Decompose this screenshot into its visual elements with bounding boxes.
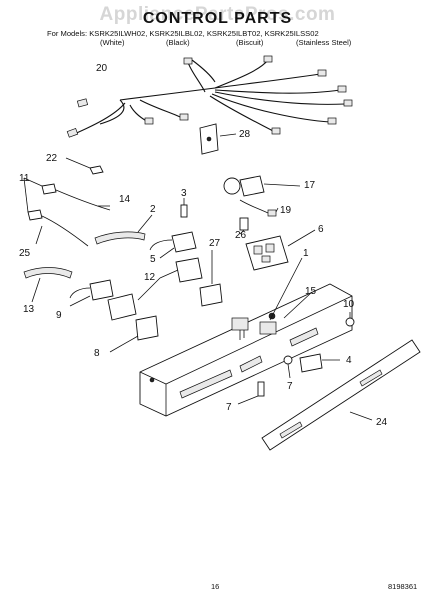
callout-13: 10 (343, 299, 355, 310)
callout-20: 20 (96, 63, 108, 74)
callout-4: 4 (346, 355, 352, 366)
part-28-bracket (199, 123, 237, 155)
callout-25: 24 (376, 417, 388, 428)
callout-5: 5 (150, 254, 156, 265)
watermark: AppliancePartsPros.com (99, 4, 336, 25)
part-15-tube (23, 267, 73, 303)
callout-19: 19 (280, 205, 292, 216)
part-11-14-26-sensors (23, 177, 111, 247)
part-27-label (199, 250, 223, 307)
callout-24: 26 (235, 230, 247, 241)
part-2-tube (94, 214, 153, 245)
callout-15: 13 (23, 304, 35, 315)
part-22-clip (65, 157, 104, 175)
part-9-control (69, 279, 114, 307)
part-10-label (109, 315, 159, 353)
page-title: CONTROL PARTS (142, 10, 293, 27)
document-number: 8198361 (388, 582, 418, 591)
part-8-part (283, 355, 293, 379)
callout-9: 9 (56, 310, 62, 321)
part-17-lamp (223, 175, 301, 197)
part-13-screw (345, 312, 355, 327)
finish-biscuit: (Biscuit) (236, 38, 264, 47)
callout-6: 6 (318, 224, 324, 235)
callout-12: 12 (144, 272, 156, 283)
finish-black: (Black) (166, 38, 190, 47)
part-24-part (239, 217, 249, 235)
part-7-screw (237, 381, 265, 405)
callout-7: 7 (226, 402, 232, 413)
finish-stainless-steel: (Stainless Steel) (296, 38, 352, 47)
finish-white: (White) (100, 38, 125, 47)
callout-2: 2 (150, 204, 156, 215)
part-19-connector (239, 199, 279, 217)
callout-1: 1 (303, 248, 309, 259)
callout-11: 11 (19, 173, 30, 184)
callout-17: 17 (304, 180, 316, 191)
callout-16: 15 (305, 286, 317, 297)
callout-27: 27 (209, 238, 221, 249)
callout-8: 7 (287, 381, 293, 392)
part-6-control-board (245, 229, 316, 271)
part-5-control (149, 231, 197, 259)
control-housing (139, 257, 353, 417)
wire-harness (66, 55, 353, 138)
part-3-screw (180, 198, 188, 218)
part-4-switch (299, 353, 340, 373)
page-number: 16 (211, 582, 220, 591)
callout-10: 8 (94, 348, 100, 359)
callout-22: 22 (46, 153, 58, 164)
callout-14: 14 (119, 194, 131, 205)
callout-28: 28 (239, 129, 251, 140)
callout-3: 3 (181, 188, 187, 199)
callout-26: 25 (19, 248, 31, 259)
part-25-trim-strip (261, 339, 421, 451)
part-12-control (107, 257, 203, 321)
models-line: For Models: KSRK25ILWH02, KSRK25ILBL02, … (47, 29, 319, 38)
